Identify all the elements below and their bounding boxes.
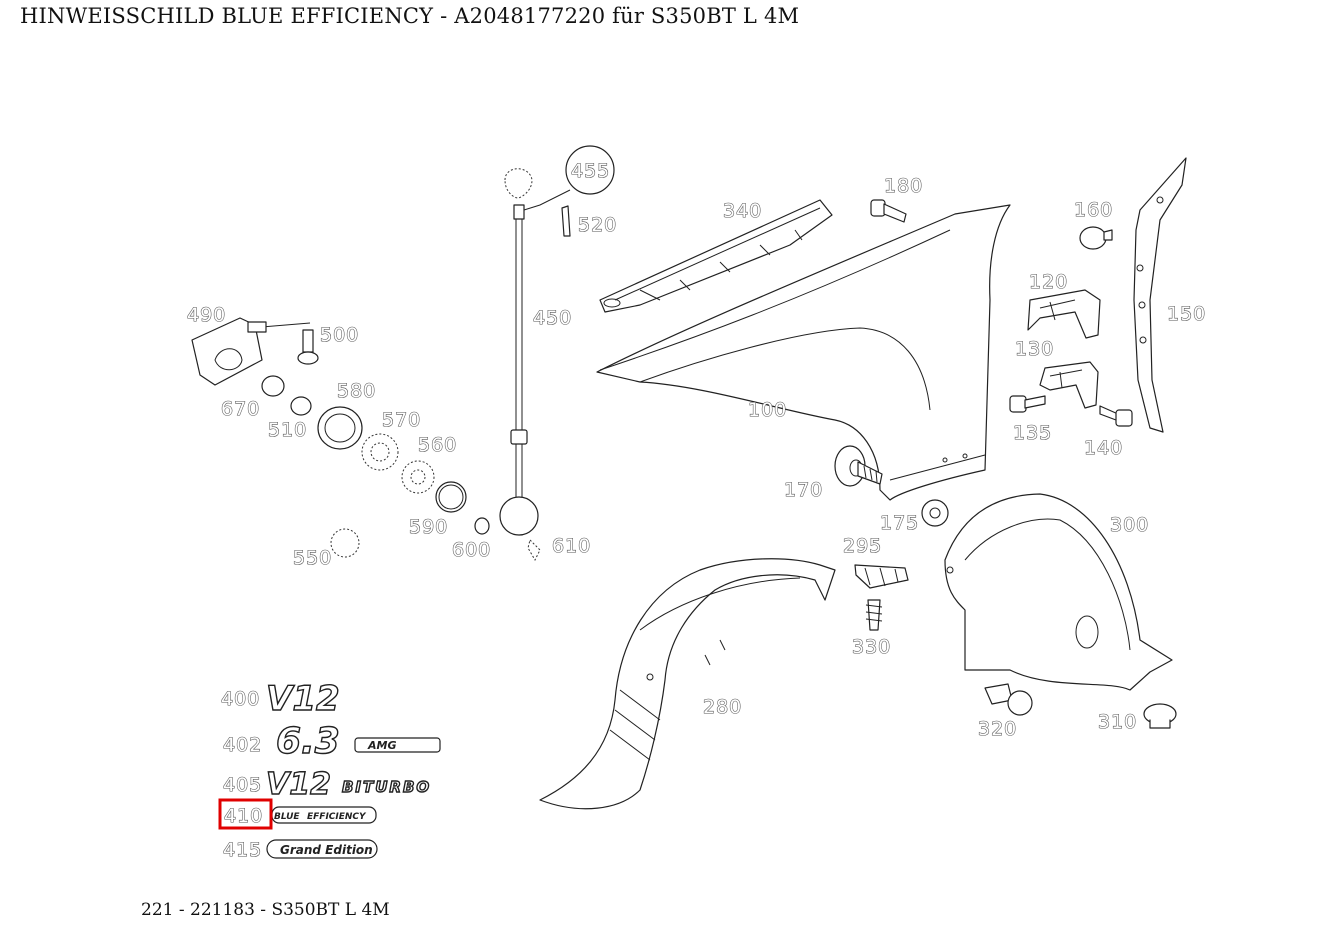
callout-labels: 100 120 130 135 140 150 160 170 175 180 … xyxy=(186,159,1206,861)
part-fender-100[interactable] xyxy=(596,204,1011,501)
part-bush-670[interactable] xyxy=(261,375,285,397)
page-title: HINWEISSCHILD BLUE EFFICIENCY - A2048177… xyxy=(20,4,800,28)
callout-circle-455 xyxy=(565,145,615,195)
callout-600: 600 xyxy=(452,539,491,561)
callout-415: 415 xyxy=(223,839,262,861)
callout-570: 570 xyxy=(382,409,421,431)
part-ring-580[interactable] xyxy=(317,406,363,450)
callout-120: 120 xyxy=(1029,271,1068,293)
part-gear-570[interactable] xyxy=(361,433,399,471)
svg-text:Grand Edition: Grand Edition xyxy=(280,843,373,857)
svg-text:BLUE: BLUE xyxy=(274,812,300,822)
callout-310: 310 xyxy=(1098,711,1137,733)
callout-140: 140 xyxy=(1084,437,1123,459)
callout-670: 670 xyxy=(221,398,260,420)
callout-410: 410 xyxy=(224,805,263,827)
callout-300: 300 xyxy=(1110,514,1149,536)
part-clip-295[interactable] xyxy=(854,564,909,589)
part-bracket-490[interactable] xyxy=(191,317,311,386)
part-rail-340[interactable] xyxy=(599,199,833,313)
part-bolt-500[interactable] xyxy=(297,329,319,365)
part-clip-520[interactable] xyxy=(561,205,571,237)
part-screw-330[interactable] xyxy=(865,599,883,631)
svg-text:AMG: AMG xyxy=(367,739,397,752)
part-bolt-170[interactable] xyxy=(834,445,883,487)
callout-170: 170 xyxy=(784,479,823,501)
callout-520: 520 xyxy=(578,214,617,236)
part-bush-510[interactable] xyxy=(290,396,312,416)
part-nut-310[interactable] xyxy=(1143,703,1177,729)
part-rod-450[interactable] xyxy=(499,168,571,536)
part-bolt-140[interactable] xyxy=(1099,405,1133,427)
svg-text:V12: V12 xyxy=(266,767,331,802)
part-gear-560[interactable] xyxy=(401,460,435,494)
callout-280: 280 xyxy=(703,696,742,718)
callout-402: 402 xyxy=(223,734,262,756)
svg-text:V12: V12 xyxy=(266,679,340,719)
emblem-v12-400[interactable]: V12 xyxy=(265,678,340,719)
callout-405: 405 xyxy=(223,774,262,796)
part-washer-600[interactable] xyxy=(474,517,490,535)
callout-490: 490 xyxy=(187,304,226,326)
emblem-63amg-402[interactable]: 6.3 AMG xyxy=(275,720,441,763)
callout-150: 150 xyxy=(1167,303,1206,325)
part-ring-590[interactable] xyxy=(435,481,467,513)
callout-295: 295 xyxy=(843,535,882,557)
part-nut-175[interactable] xyxy=(921,499,949,527)
callout-135: 135 xyxy=(1013,422,1052,444)
part-bolt-180[interactable] xyxy=(870,199,907,223)
callout-330: 330 xyxy=(852,636,891,658)
callout-455: 455 xyxy=(571,160,610,182)
part-bracket-150[interactable] xyxy=(1133,157,1187,433)
part-bolt-135[interactable] xyxy=(1009,395,1046,413)
emblem-v12-biturbo-405[interactable]: V12 BITURBO xyxy=(265,766,431,802)
callout-340: 340 xyxy=(723,200,762,222)
callout-175: 175 xyxy=(880,512,919,534)
callout-510: 510 xyxy=(268,419,307,441)
callout-160: 160 xyxy=(1074,199,1113,221)
callout-100: 100 xyxy=(748,399,787,421)
svg-text:EFFICIENCY: EFFICIENCY xyxy=(307,812,367,822)
callout-320: 320 xyxy=(978,718,1017,740)
highlight-box-410 xyxy=(218,798,273,830)
emblem-blue-efficiency-410[interactable]: BLUE EFFICIENCY xyxy=(271,806,377,824)
part-550[interactable] xyxy=(330,528,360,558)
callout-560: 560 xyxy=(418,434,457,456)
callout-550: 550 xyxy=(293,547,332,569)
callout-400: 400 xyxy=(221,688,260,710)
callout-180: 180 xyxy=(884,175,923,197)
svg-text:BITURBO: BITURBO xyxy=(342,778,431,796)
callout-590: 590 xyxy=(409,516,448,538)
emblem-grand-edition-415[interactable]: Grand Edition xyxy=(266,839,378,859)
part-liner-280[interactable] xyxy=(539,558,836,810)
callout-130: 130 xyxy=(1015,338,1054,360)
part-clip-320[interactable] xyxy=(984,683,1033,716)
footer-model-code: 221 - 221183 - S350BT L 4M xyxy=(141,900,390,920)
part-clip-160[interactable] xyxy=(1079,226,1113,250)
part-bracket-130[interactable] xyxy=(1039,361,1099,409)
callout-610: 610 xyxy=(552,535,591,557)
part-bracket-120[interactable] xyxy=(1027,289,1101,339)
callout-500: 500 xyxy=(320,324,359,346)
callout-580: 580 xyxy=(337,380,376,402)
part-610[interactable] xyxy=(527,539,541,562)
part-liner-300[interactable] xyxy=(944,493,1173,691)
callout-450: 450 xyxy=(533,307,572,329)
svg-text:6.3: 6.3 xyxy=(276,721,340,762)
